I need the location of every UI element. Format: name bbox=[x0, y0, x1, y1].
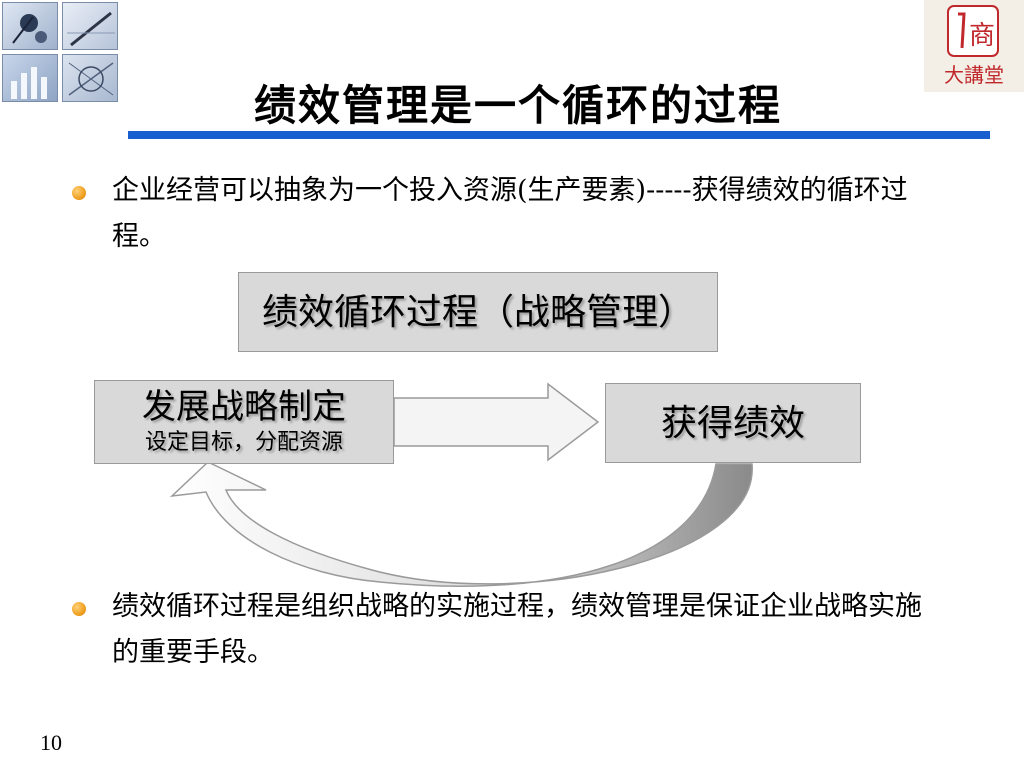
bullet-text: 绩效循环过程是组织战略的实施过程，绩效管理是保证企业战略实施的重要手段。 bbox=[112, 591, 922, 668]
logo-text: 大講堂 bbox=[944, 63, 1004, 87]
bullet-dot-icon bbox=[72, 186, 86, 200]
strategy-box-subtitle: 设定目标，分配资源 bbox=[144, 430, 343, 455]
bullet-dot-icon bbox=[72, 602, 86, 616]
strategy-box-title: 发展战略制定 bbox=[142, 387, 346, 427]
logo-seal-text: 商 bbox=[969, 21, 995, 51]
decorative-thumbnails bbox=[0, 0, 122, 104]
slide-title: 绩效管理是一个循环的过程 bbox=[253, 81, 782, 130]
return-arc-arrow-icon bbox=[169, 461, 753, 587]
compass-thumbnail bbox=[2, 2, 58, 50]
cycle-box: 绩效循环过程（战略管理） bbox=[238, 272, 718, 352]
blueprint-thumbnail bbox=[62, 54, 118, 102]
chart-thumbnail bbox=[2, 54, 58, 102]
forward-arrow-icon bbox=[393, 382, 600, 462]
pen-thumbnail bbox=[62, 2, 118, 50]
result-box: 获得绩效 bbox=[605, 383, 861, 463]
bullet-text: 企业经营可以抽象为一个投入资源(生产要素)-----获得绩效的循环过程。 bbox=[112, 175, 908, 252]
title-underline bbox=[128, 131, 990, 139]
strategy-box: 发展战略制定 设定目标，分配资源 bbox=[94, 380, 394, 464]
page-number: 10 bbox=[40, 730, 62, 755]
lecture-hall-logo: 商 大講堂 bbox=[924, 0, 1024, 92]
